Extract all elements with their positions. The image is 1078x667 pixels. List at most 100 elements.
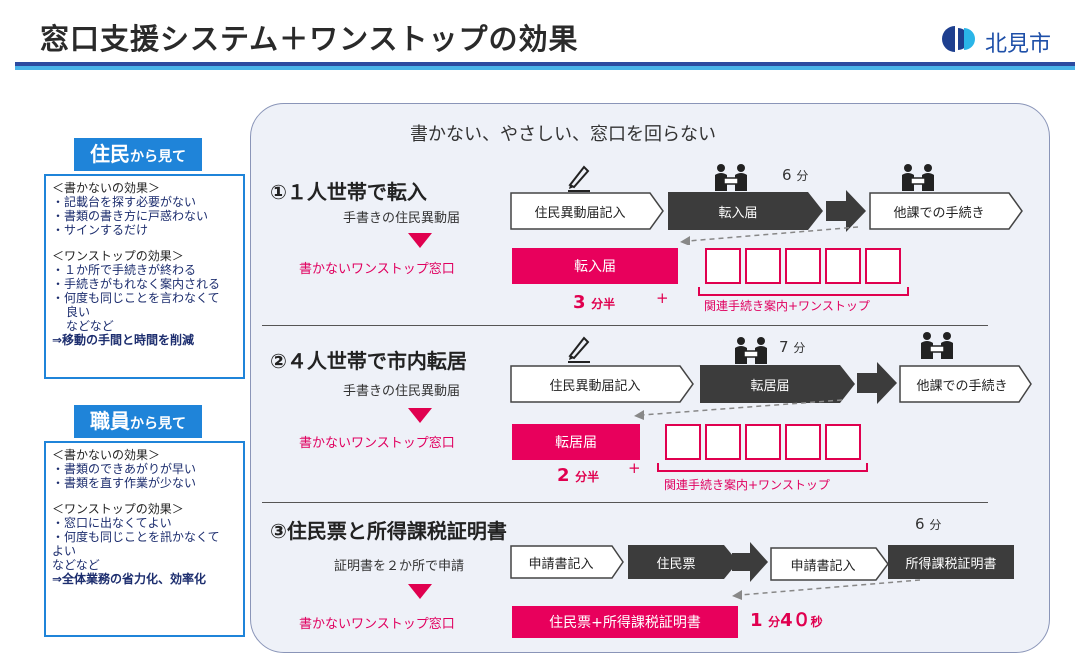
procedure-slot [745,424,781,460]
section-1-time-value: 6 [782,166,792,184]
flow-step-label: 申請書記入 [528,556,594,572]
staff-line: ＜ワンストップの効果＞ [52,502,184,516]
bracket [657,463,868,472]
flow-step-resident-cert [628,545,738,579]
staff-line: ＜書かないの効果＞ [52,448,161,462]
residents-title-big: 住民 [90,142,130,166]
flow-step-label: 住民異動届記入 [549,378,641,394]
staff-title-big: 職員 [90,409,130,433]
bracket [698,287,909,296]
section-2-time-unit: 分 [793,341,806,355]
flow-step-notification [668,192,823,230]
procedure-slot [785,248,821,284]
section-3-time-after-num1: 1 [750,610,763,631]
staff-effects-box: ＜書かないの効果＞ ・書類のできあがりが早い ・書類を直す作業が少ない ＜ワンス… [44,441,245,637]
section-1-time-after-num: 3 [573,292,586,313]
residents-line: ・手続きがもれなく案内される [52,277,221,291]
residents-line: 良い [66,305,91,319]
big-arrow-icon [826,190,866,232]
section-3-time-after-unit1: 分 [768,615,781,629]
section-3-time-after-unit2: 秒 [810,615,823,629]
flow-step-income-cert: 所得課税証明書 [888,545,1014,579]
down-triangle-icon [408,233,432,248]
header-divider-dark [15,62,1075,66]
plus-sign: + [656,289,669,307]
section-1-time-after: 3 分半 [573,292,615,313]
section-2-onestop-label: 書かないワンストップ窓口 [299,436,455,451]
residents-line: ・何度も同じことを言わなくて [52,291,220,305]
flow-step-label: 住民票 [656,556,696,572]
staff-line: などなど [52,558,100,572]
section-3-time-before: 6 分 [915,515,941,533]
section-2-time-after-num: 2 [557,465,570,486]
plus-sign: + [628,459,641,477]
section-1-time-after-unit: 分半 [591,297,616,311]
section-divider [262,502,988,503]
flow-step-label: 転居届 [750,378,790,394]
meeting-icon [901,163,935,192]
dashed-arrow-icon [634,399,843,420]
procedure-slot [785,424,821,460]
flow-step-other-dept [899,365,1032,403]
section-1-handwritten-label: 手書きの住民異動届 [343,211,461,226]
staff-line: ・窓口に出なくてよい [52,516,172,530]
residents-line: ・書類の書き方に戸惑わない [52,209,209,223]
residents-line: ＜書かないの効果＞ [52,181,161,195]
section-2-title: ②４人世帯で市内転居 [270,349,467,373]
section-1-onestop-bar: 転入届 [512,248,678,284]
staff-title: 職員から見て [74,405,202,438]
section-divider [262,325,988,326]
flow-step-label: 他課での手続き [916,378,1008,394]
section-2-time-after-unit: 分半 [575,470,600,484]
section-3-onestop-label: 書かないワンストップ窓口 [299,617,455,632]
flow-step-other-dept [869,192,1023,230]
staff-summary: ⇒全体業務の省力化、効率化 [52,572,207,586]
section-1-related-label: 関連手続き案内+ワンストップ [704,299,870,313]
procedure-slot [665,424,701,460]
down-triangle-icon [408,584,432,599]
down-triangle-icon [408,408,432,423]
flow-step-write-application [770,547,889,581]
flow-step-notification [700,365,855,403]
page-title: 窓口支援システム＋ワンストップの効果 [40,22,579,56]
section-3-time-value: 6 [915,515,925,533]
residents-title: 住民から見て [74,138,202,171]
flow-step-label: 転入届 [718,205,758,221]
section-2-time-before: 7 分 [779,338,805,356]
dashed-arrow-icon [680,226,859,245]
procedure-slot [705,248,741,284]
procedure-slot [825,424,861,460]
flow-step-label: 他課での手続き [893,205,985,221]
section-1-time-unit: 分 [796,169,809,183]
section-1-time-before: 6 分 [782,166,808,184]
staff-line: ・書類を直す作業が少ない [52,476,197,490]
section-2-handwritten-label: 手書きの住民異動届 [343,384,461,399]
section-3-title: ③住民票と所得課税証明書 [270,519,507,543]
kitami-logo-icon [942,26,975,52]
residents-title-small: から見て [130,149,186,165]
pencil-icon [567,337,591,363]
residents-line: ＜ワンストップの効果＞ [52,249,184,263]
flow-step-write-form [510,192,664,230]
section-2-time-value: 7 [779,338,789,356]
residents-line: ・サインするだけ [52,223,149,237]
residents-effects-box: ＜書かないの効果＞ ・記載台を探す必要がない ・書類の書き方に戸惑わない ・サイ… [44,174,245,379]
section-3-time-after: 1 分4０秒 [750,606,823,632]
procedure-slot [865,248,901,284]
flow-step-label: 申請書記入 [790,558,856,574]
procedure-slot [745,248,781,284]
residents-line: ・１か所で手続きが終わる [52,263,197,277]
dashed-arrow-icon [732,579,921,600]
section-2-time-after: 2 分半 [557,465,599,486]
residents-line: などなど [66,319,114,333]
header-divider-light [15,66,1075,70]
staff-title-small: から見て [130,416,186,432]
logo-text: 北見市 [985,32,1052,57]
section-3-time-unit: 分 [929,518,942,532]
staff-line: よい [52,544,77,558]
section-3-handwritten-label: 証明書を２か所で申請 [334,559,465,574]
section-2-onestop-bar: 転居届 [512,424,640,460]
section-2-related-label: 関連手続き案内+ワンストップ [664,478,830,492]
section-1-title: ①１人世帯で転入 [270,180,427,204]
staff-line: ・何度も同じことを訊かなくて [52,530,220,544]
